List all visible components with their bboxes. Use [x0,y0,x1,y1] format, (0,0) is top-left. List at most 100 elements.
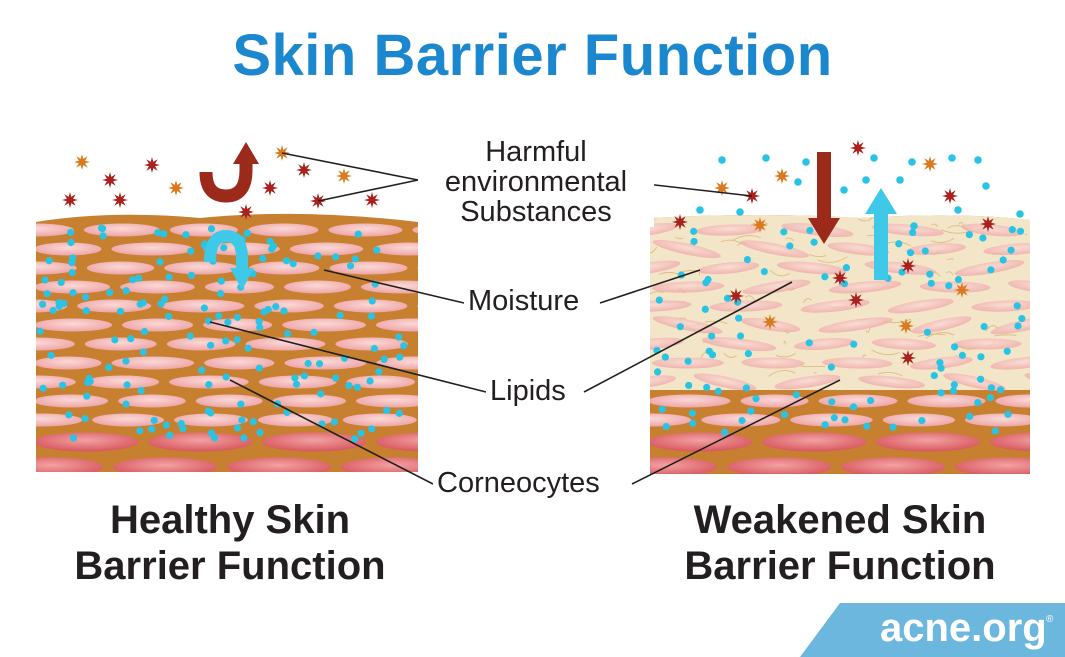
lipids-label: Lipids [486,376,570,406]
moisture-droplet-icon [81,414,89,423]
harmful-substance-icon [296,162,312,178]
corneocyte [284,280,351,294]
harmful-substance-icon [900,350,916,366]
lipid-fiber [732,234,761,241]
moisture-droplet-icon [282,257,291,265]
moisture-droplet-icon [1013,302,1021,310]
corneocyte [827,242,890,256]
moisture-droplet-icon [182,231,190,239]
moisture-droplet-icon [57,278,65,287]
corneocyte [118,394,186,408]
corneocyte [113,457,217,473]
moisture-droplet-icon [738,416,746,425]
moisture-droplet-icon [368,297,376,305]
moisture-droplet-icon [906,249,915,257]
moisture-droplet-icon [233,336,241,344]
moisture-droplet-icon [895,240,903,248]
harmful-substance-icon [774,168,790,184]
harmful-substance-icon [954,282,970,298]
corneocyte [460,319,530,332]
harmful-substance-icon [112,192,128,208]
moisture-label: Moisture [464,286,584,316]
caption-line: Barrier Function [684,544,996,588]
corneocyte [427,414,508,427]
lipid-fiber [809,253,827,258]
moisture-droplet-icon [1007,246,1015,254]
moisture-droplet-icon [255,317,263,326]
corneocyte [227,457,331,473]
moisture-droplet-icon [137,386,145,395]
moisture-droplet-icon [708,332,716,340]
corneocyte [876,432,980,452]
lipid-fiber [775,352,796,358]
moisture-droplet-icon [291,374,299,382]
moisture-droplet-icon [346,262,355,270]
corneocyte [204,356,275,370]
lipid-fiber [925,332,955,339]
moisture-droplet-icon [862,176,870,184]
corneocyte [36,394,109,408]
moisture-droplet-icon [122,287,130,295]
up-arrow-icon [865,188,897,280]
moisture-droplet-icon [701,305,709,313]
corneocyte [166,337,236,351]
harmful-label-line: environmental [444,166,628,198]
moisture-droplet-icon [136,427,144,435]
moisture-droplet-icon [111,336,119,344]
moisture-droplet-icon [703,383,711,391]
moisture-droplet-icon [177,419,185,428]
corneocyte [871,338,936,350]
moisture-droplet-icon [735,314,743,322]
moisture-droplet-icon [249,418,257,426]
corneocyte [375,318,418,332]
harmful-substance-icon [336,168,352,184]
moisture-droplet-icon [351,435,359,443]
corneocyte [652,239,721,259]
corneocyte [906,243,967,255]
corneocyte [454,243,534,256]
moisture-droplet-icon [266,237,274,245]
moisture-droplet-icon [268,245,276,253]
harmful-substance-icon [364,192,380,208]
moisture-droplet-icon [821,273,829,281]
harmful-label-line: Harmful [485,136,587,168]
caption-line: Barrier Function [74,544,386,588]
moisture-droplet-icon [921,247,929,255]
corneocyte [122,318,194,332]
moisture-droplet-icon [842,264,851,272]
moisture-droplet-icon [937,389,945,397]
moisture-droplet-icon [207,341,215,349]
lipid-fiber [985,325,999,332]
corneocyte [36,280,111,294]
corneocyte [341,457,418,473]
moisture-droplet-icon [65,411,73,419]
corneocyte [887,298,954,314]
moisture-droplet-icon [821,421,829,429]
moisture-droplet-icon [99,232,107,240]
corneocyte [990,315,1030,335]
moisture-droplet-icon [243,229,251,237]
moisture-droplet-icon [237,400,245,408]
moisture-droplet-icon [655,296,663,304]
corneocyte [828,280,902,294]
corneocyte [919,281,991,293]
lipid-fiber [918,333,946,337]
moisture-droplet-icon [383,406,391,415]
moisture-droplet-icon [937,364,945,372]
moisture-droplet-icon [98,225,107,233]
moisture-droplet-icon [82,307,90,315]
corneocyte [652,316,723,334]
moisture-droplet-icon [68,254,77,262]
corneocyte [965,413,1030,427]
moisture-droplet-icon [395,409,403,417]
lipid-fiber [946,258,954,261]
u-turn-arrow-icon [199,142,259,203]
moisture-droplet-icon [977,375,985,383]
lipid-fiber [945,271,954,275]
moisture-droplet-icon [991,427,999,435]
corneocyte [417,337,418,351]
moisture-droplet-icon [830,414,838,422]
corneocyte [841,457,945,474]
corneocyte [1038,332,1065,356]
moisture-droplet-icon [166,431,174,439]
